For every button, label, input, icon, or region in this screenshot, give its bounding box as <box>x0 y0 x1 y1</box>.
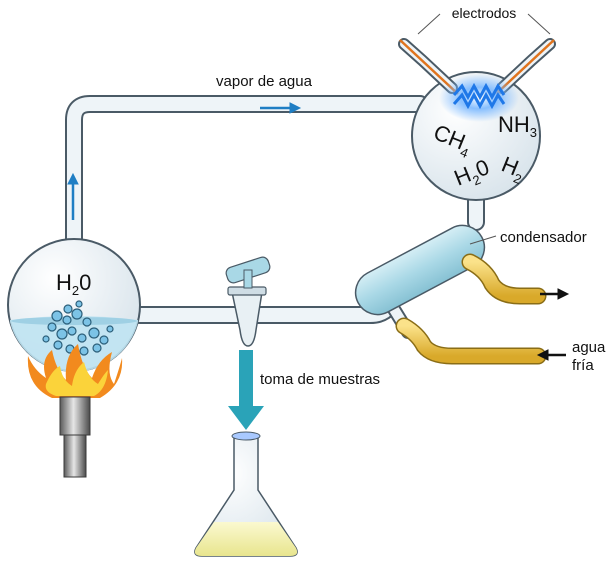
flame-icon <box>27 344 123 398</box>
cold-water-label-line1: agua <box>572 339 606 356</box>
spark-icon <box>439 74 519 122</box>
erlenmeyer-flask <box>194 431 298 557</box>
electrodes <box>398 38 556 95</box>
sample-flow-arrow-icon <box>228 350 264 430</box>
leader-lines <box>417 13 551 245</box>
cold-water-label-line2: fría <box>572 357 594 374</box>
outflow-arrow-icon <box>540 288 570 300</box>
sampling-label: toma de muestras <box>260 371 380 388</box>
ammonia-formula: NH3 <box>498 112 537 140</box>
water-hoses <box>395 253 547 365</box>
burner <box>59 396 91 478</box>
flow-arrow-icon <box>67 102 302 220</box>
electrodes-label: electrodos <box>452 5 517 21</box>
condenser-label: condensador <box>500 229 587 246</box>
flask-formula: H20 <box>56 270 91 298</box>
water-vapor-label: vapor de agua <box>216 73 313 90</box>
inflow-arrow-icon <box>536 349 566 361</box>
sampling-valve <box>225 256 271 347</box>
